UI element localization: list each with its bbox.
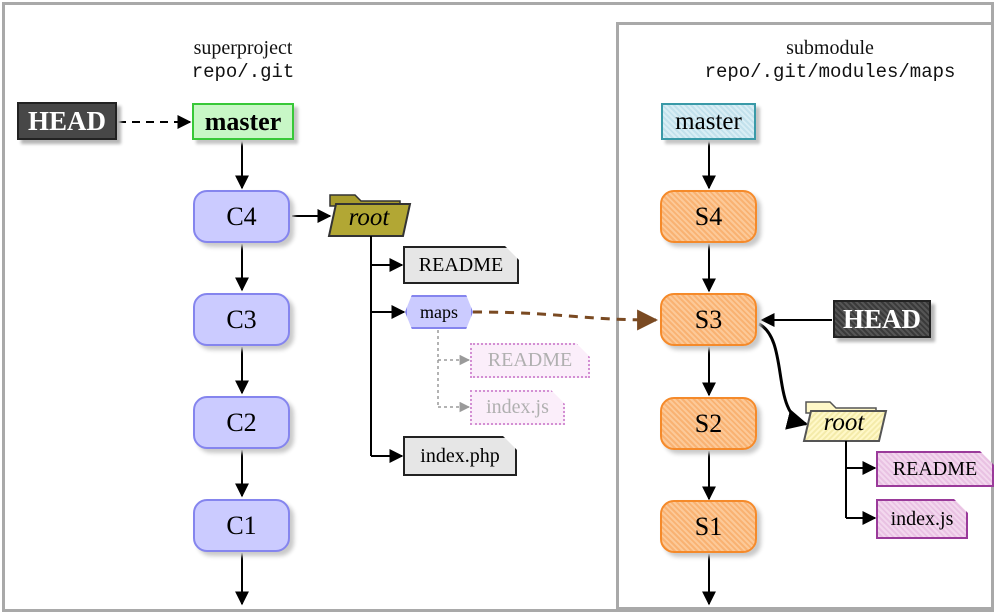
s3-to-root-arrow xyxy=(758,322,809,430)
sub-readme-file: README xyxy=(876,451,994,487)
commit-s2: S2 xyxy=(660,397,757,450)
sub-root-folder-icon xyxy=(802,401,888,442)
commit-c1: C1 xyxy=(193,499,290,552)
super-maps-submodule: maps xyxy=(405,295,473,329)
commit-c3: C3 xyxy=(193,293,290,346)
super-head-label: HEAD xyxy=(17,102,117,140)
commit-c2: C2 xyxy=(193,396,290,449)
ghost-readme-file: README xyxy=(470,343,590,378)
ghost-index-js-file: index.js xyxy=(470,390,565,425)
commit-s1: S1 xyxy=(660,500,757,553)
maps-to-s3-link-arrow xyxy=(472,309,659,331)
submodule-path: repo/.git/modules/maps xyxy=(704,61,956,83)
super-readme-file: README xyxy=(403,246,519,284)
super-root-label: root xyxy=(348,204,390,231)
sub-master-branch: master xyxy=(661,103,756,140)
super-index-php-file: index.php xyxy=(403,436,517,476)
submodule-header: submodule repo/.git/modules/maps xyxy=(680,36,980,84)
superproject-path: repo/.git xyxy=(191,61,295,83)
super-master-branch: master xyxy=(192,103,294,140)
superproject-header: superproject repo/.git xyxy=(163,36,323,84)
superproject-title: superproject xyxy=(193,37,293,59)
submodule-panel xyxy=(616,22,994,610)
commit-c4: C4 xyxy=(193,190,290,243)
super-root-folder-icon xyxy=(327,194,412,237)
sub-head-label: HEAD xyxy=(833,300,931,338)
sub-root-label: root xyxy=(823,409,865,436)
sub-index-js-file: index.js xyxy=(876,499,968,539)
commit-s4: S4 xyxy=(660,190,757,243)
commit-s3: S3 xyxy=(660,293,757,346)
submodule-title: submodule xyxy=(786,37,874,59)
